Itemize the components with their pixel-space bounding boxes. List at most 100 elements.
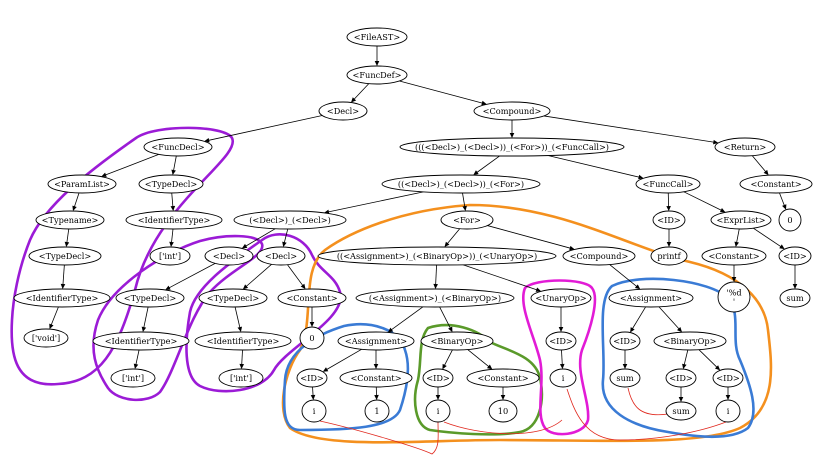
node-label-ret_zero: 0	[787, 215, 792, 225]
node-shape-id_unary	[545, 331, 577, 351]
arrowhead-decl_a-typedecl_a	[165, 285, 171, 290]
edge-seq_outer-funccall	[547, 155, 640, 178]
edge-id_unary-i_unary	[561, 349, 563, 366]
node-decl_b: <Decl>	[256, 246, 306, 266]
node-shape-binop_body	[653, 331, 727, 351]
node-fmt_str: '%d'	[717, 281, 751, 313]
increment-region	[522, 279, 597, 436]
regions-layer	[10, 126, 773, 444]
decl-b-region	[185, 233, 342, 393]
arrowhead-compound_main-seq_outer	[509, 133, 515, 138]
node-shape-printf	[650, 246, 688, 266]
arrowhead-constant_fmt-fmt_str	[731, 277, 737, 282]
dataflow-i_init-i_cond	[319, 420, 439, 455]
node-int_b: ['int']	[218, 368, 264, 388]
arrowhead-id_sum_lhs-sum_lhs	[622, 364, 628, 369]
node-label-fmt_str-1: '	[733, 297, 735, 307]
node-label-id_sum_rhs: <ID>	[669, 373, 693, 383]
dataflow-i_cond-i_unary	[443, 419, 563, 435]
arrowhead-funcdef-compound_main	[481, 100, 487, 106]
node-shape-fileast	[346, 27, 408, 47]
node-printf: printf	[650, 246, 688, 266]
node-label-id_sum_lhs: <ID>	[613, 336, 637, 346]
node-binop_body: <BinaryOp>	[653, 331, 727, 351]
node-label-assignment_init: <Assignment>	[345, 336, 407, 346]
arrowhead-assignment_body-id_sum_lhs	[630, 327, 635, 333]
edge-assignment_init-id_init	[326, 348, 362, 371]
edge-assignment_body-id_sum_lhs	[631, 306, 646, 330]
arrowhead-exprlist-constant_fmt	[734, 241, 739, 248]
node-identtype_param: <IdentifierType>	[13, 288, 111, 308]
edge-binop_cond-id_cond	[443, 349, 453, 367]
node-id_unary: <ID>	[545, 331, 577, 351]
arrowhead-unaryop-id_unary	[558, 327, 564, 332]
node-label-sum_arg: sum	[786, 293, 803, 303]
node-shape-one_init	[364, 399, 390, 423]
arrowhead-seq_ab-binop_cond	[448, 326, 453, 333]
node-label-constant_b: <Constant>	[286, 293, 337, 303]
node-int_a: ['int']	[110, 368, 156, 388]
node-label-for: <For>	[453, 215, 481, 225]
arrowhead-compound_for-assignment_body	[634, 284, 641, 290]
arrowhead-seq_for-seq_ab	[433, 283, 438, 290]
node-i_cond: i	[425, 399, 451, 423]
arrowhead-seq_outer-funccall	[638, 174, 644, 180]
node-shape-constant_init	[339, 368, 413, 388]
node-label-identtype_ret: <IdentifierType>	[138, 215, 211, 225]
node-label-return: <Return>	[724, 142, 766, 152]
node-constant_ret: <Constant>	[739, 174, 813, 194]
node-shape-ret_zero	[778, 208, 802, 232]
node-label-decl_b: <Decl>	[265, 251, 297, 261]
edge-decl_a-typedecl_a	[168, 263, 216, 289]
node-shape-funccall	[635, 174, 701, 194]
node-constant_fmt: <Constant>	[701, 246, 767, 266]
node-for: <For>	[440, 210, 494, 230]
node-compound_main: <Compound>	[473, 101, 551, 121]
node-shape-typedecl_param	[28, 246, 102, 266]
node-i_init: i	[301, 399, 327, 423]
node-shape-id_cond	[422, 368, 454, 388]
arrowhead-id_printf-printf	[666, 242, 672, 247]
node-return: <Return>	[714, 137, 776, 157]
node-constant_init: <Constant>	[339, 368, 413, 388]
node-decl_a: <Decl>	[204, 246, 254, 266]
dataflow-sum_lhs-sum_rhs	[627, 387, 669, 416]
node-binop_cond: <BinaryOp>	[420, 331, 494, 351]
edge-seq_ab-assignment_init	[390, 306, 424, 331]
node-funcdecl: <FuncDecl>	[143, 137, 213, 157]
arrowhead-binop_body-id_sum_rhs	[682, 363, 687, 370]
arrowhead-funccall-exprlist	[719, 208, 726, 213]
node-seq_decls: (<Decl>)_(<Decl>)	[233, 210, 347, 230]
edge-seq_decls-decl_b	[283, 228, 289, 244]
node-shape-compound_for	[562, 246, 636, 266]
arrowhead-for-compound_for	[569, 245, 575, 251]
node-decl_top: <Decl>	[318, 101, 368, 121]
edges-layer	[49, 46, 798, 402]
node-shape-typedecl_a	[115, 288, 185, 308]
node-id_sum_rhs: <ID>	[665, 368, 697, 388]
node-shape-id_sum_arg	[778, 246, 812, 266]
edge-funcdef-compound_main	[399, 80, 484, 104]
node-shape-decl_a	[204, 246, 254, 266]
node-constant_b: <Constant>	[277, 288, 347, 308]
node-seq_outer: (((<Decl>)_(<Decl>))_(<For>))_(<FuncCall…	[399, 137, 625, 157]
edge-decl_top-funcdecl	[208, 115, 323, 141]
arrowhead-seq_decls-decl_a	[241, 243, 248, 249]
node-label-assignment_body: <Assignment>	[620, 293, 682, 303]
arrowhead-decl_b-constant_b	[300, 283, 306, 290]
node-shape-funcdecl	[143, 137, 213, 157]
arrowhead-assignment_init-constant_init	[373, 364, 379, 369]
edge-id_init-i_init	[312, 386, 314, 397]
node-ten_cond: 10	[488, 399, 518, 423]
node-seq_for: ((<Assignment>)_(<BinaryOp>))_(<UnaryOp>…	[317, 246, 557, 266]
node-shape-sum_lhs	[609, 368, 641, 388]
node-label-fmt_str-0: '%d	[726, 288, 741, 298]
node-shape-typedecl_ret	[138, 174, 204, 194]
node-shape-identtype_ret	[125, 210, 223, 230]
node-shape-funcdef	[346, 65, 408, 85]
node-shape-id_sum_lhs	[609, 331, 641, 351]
node-shape-void	[23, 328, 69, 348]
node-label-compound_for: <Compound>	[570, 251, 629, 261]
arrowhead-id_i_rhs-i_rhs	[725, 395, 731, 400]
arrowhead-identtype_b-int_b	[239, 363, 245, 370]
